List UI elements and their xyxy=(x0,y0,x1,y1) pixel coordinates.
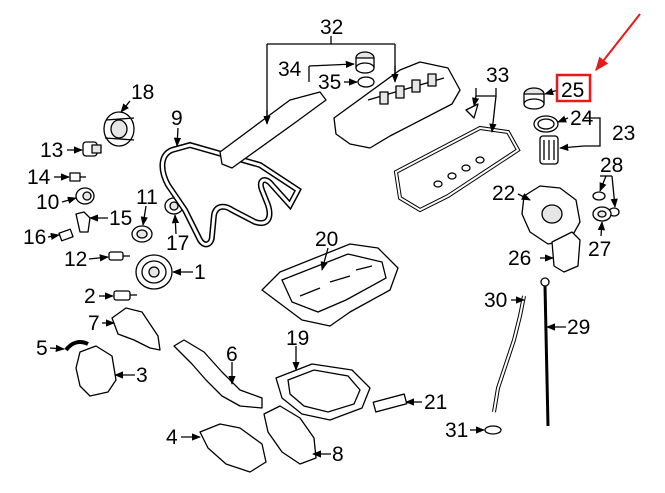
dipstick-part xyxy=(540,277,550,427)
callout-20: 20 xyxy=(315,228,338,251)
callout-16: 16 xyxy=(23,226,46,249)
callout-29: 29 xyxy=(567,316,590,339)
timing-belt-part xyxy=(159,141,302,248)
callout-3: 3 xyxy=(136,364,148,387)
filter-housing-part xyxy=(521,185,581,245)
timing-cover-part xyxy=(75,345,117,397)
oil-cooler-part xyxy=(551,231,581,273)
callout-28: 28 xyxy=(600,154,623,177)
belt-cover-upper-part xyxy=(173,339,263,409)
callout-23: 23 xyxy=(612,122,635,145)
callout-2: 2 xyxy=(84,285,96,308)
callout-21: 21 xyxy=(424,391,447,414)
belt-cover-lower-part xyxy=(199,423,267,473)
callout-25: 25 xyxy=(561,79,584,102)
small-bolt-part xyxy=(69,172,86,182)
callout-18: 18 xyxy=(131,81,154,104)
dipstick-tube-part xyxy=(492,295,526,413)
leader-lines xyxy=(47,36,618,458)
cover-strip-part xyxy=(219,91,327,169)
callout-31: 31 xyxy=(445,419,468,442)
tensioner-pulley-part xyxy=(75,187,95,205)
lower-cover-part xyxy=(111,307,161,351)
oil-filter-cap-part xyxy=(523,87,545,110)
callout-12: 12 xyxy=(64,248,87,271)
small-seals-part xyxy=(592,191,620,217)
callout-17: 17 xyxy=(166,232,189,255)
idler-bolt-part xyxy=(108,251,130,261)
tube-o-ring-part xyxy=(484,425,502,435)
bracket-bolt-part xyxy=(58,228,74,242)
callout-5: 5 xyxy=(36,337,48,360)
oil-pan-shield-part xyxy=(263,405,317,465)
callout-4: 4 xyxy=(166,426,178,449)
valve-cover-part xyxy=(333,61,461,149)
callout-35: 35 xyxy=(318,71,341,94)
idler-pulley-part xyxy=(131,225,153,243)
crank-bolt-part xyxy=(113,290,137,301)
tensioner-bracket-part xyxy=(75,211,91,233)
filter-o-ring-part xyxy=(533,115,559,133)
oil-sensor-part xyxy=(592,206,612,222)
highlight-box-25 xyxy=(555,13,641,103)
callout-15: 15 xyxy=(109,207,132,230)
callout-22: 22 xyxy=(492,182,515,205)
sprocket-bolt-part xyxy=(82,141,102,157)
callout-11: 11 xyxy=(136,186,158,209)
crankshaft-pulley-part xyxy=(135,254,173,290)
callout-33: 33 xyxy=(486,64,509,87)
upper-oil-pan-part xyxy=(261,243,399,327)
oil-filler-cap-part xyxy=(355,51,375,74)
callout-10: 10 xyxy=(36,191,59,214)
valve-cover-gasket-part xyxy=(393,125,521,213)
callout-24: 24 xyxy=(570,107,594,130)
callout-19: 19 xyxy=(286,327,309,350)
callout-14: 14 xyxy=(27,166,51,189)
callout-8: 8 xyxy=(332,443,344,466)
filler-seal-part xyxy=(357,76,375,88)
callout-30: 30 xyxy=(484,289,507,312)
lower-oil-pan-part xyxy=(275,363,371,421)
callout-6: 6 xyxy=(226,343,238,366)
callout-9: 9 xyxy=(171,107,183,130)
oil-filter-part xyxy=(539,135,559,165)
drain-plug-part xyxy=(372,393,408,413)
callout-26: 26 xyxy=(508,247,531,270)
callout-1: 1 xyxy=(194,261,206,284)
callout-34: 34 xyxy=(278,58,302,81)
callout-7: 7 xyxy=(88,312,100,335)
callout-32: 32 xyxy=(320,16,343,39)
callout-13: 13 xyxy=(40,139,63,162)
gasket-seal-part xyxy=(465,103,479,119)
callout-labels: 1 2 3 4 5 6 7 8 9 10 11 12 13 14 15 16 1… xyxy=(23,13,641,466)
camshaft-sprocket-part xyxy=(103,111,135,147)
breather-hose-part xyxy=(64,340,89,352)
callout-27: 27 xyxy=(588,238,611,261)
